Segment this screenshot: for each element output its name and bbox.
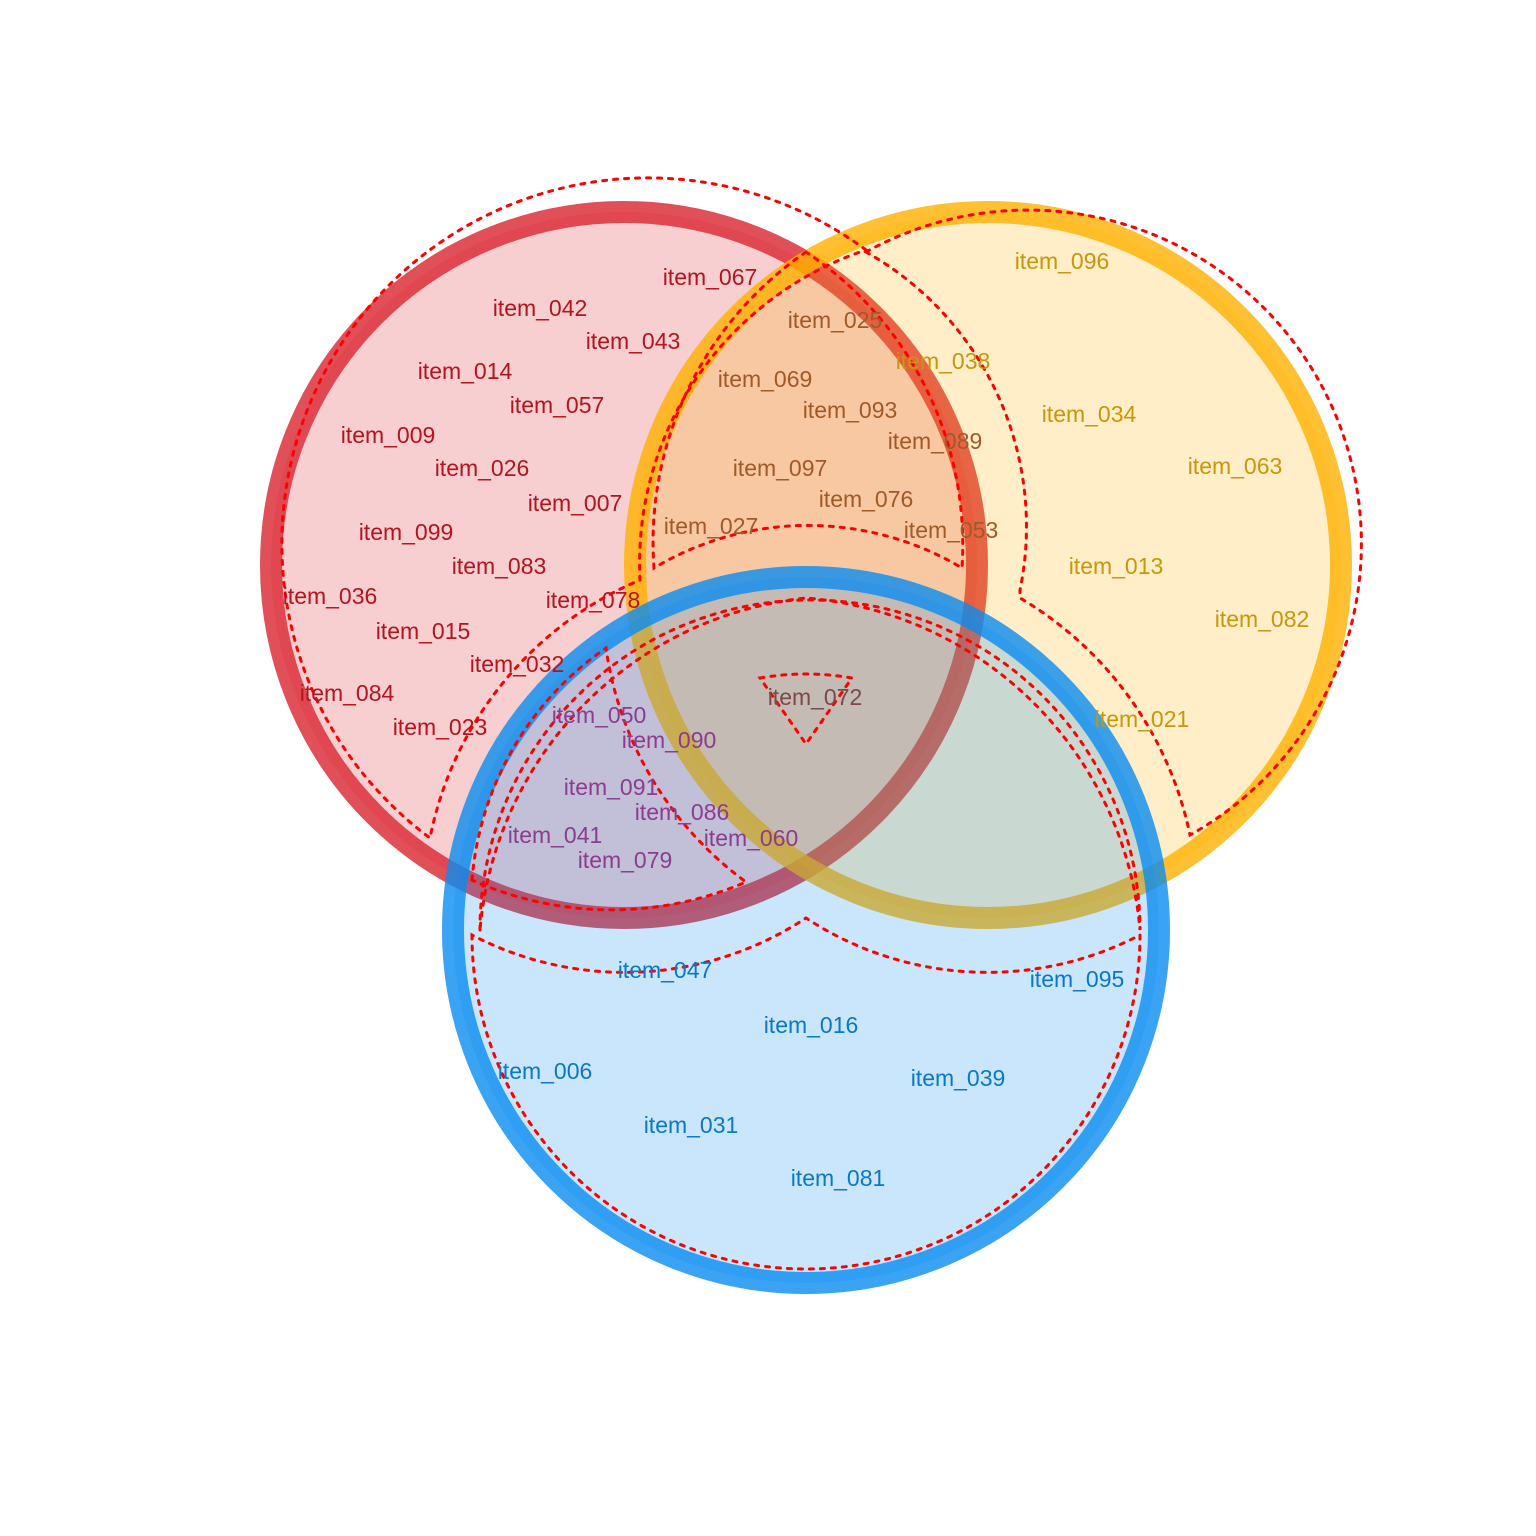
item-label: item_043 xyxy=(586,328,681,354)
item-label: item_036 xyxy=(283,583,378,609)
item-label: item_091 xyxy=(564,774,659,800)
region-a-only-boundary xyxy=(280,176,870,841)
item-label: item_053 xyxy=(904,517,999,543)
item-label: item_025 xyxy=(788,307,883,333)
region-b-only-boundary xyxy=(862,208,1363,838)
item-label: item_023 xyxy=(393,714,488,740)
item-label: item_090 xyxy=(622,727,717,753)
item-label: item_026 xyxy=(435,455,530,481)
item-label: item_015 xyxy=(376,618,471,644)
set-circles xyxy=(260,201,1352,1294)
item-label: item_038 xyxy=(896,348,991,374)
item-label: item_021 xyxy=(1095,706,1190,732)
item-label: item_089 xyxy=(888,428,983,454)
item-label: item_050 xyxy=(552,702,647,728)
set-b-circle xyxy=(624,201,1352,929)
item-label: item_060 xyxy=(704,825,799,851)
item-label: item_099 xyxy=(359,519,454,545)
item-label: item_076 xyxy=(819,486,914,512)
item-label: item_079 xyxy=(578,847,673,873)
item-label: item_041 xyxy=(508,822,603,848)
item-label: item_034 xyxy=(1042,401,1137,427)
region-b-and-c-boundary xyxy=(478,596,1142,931)
region-a-and-c-boundary xyxy=(470,645,750,912)
item-label: item_042 xyxy=(493,295,588,321)
region-a-b-and-c-boundary xyxy=(757,672,855,747)
item-label: item_016 xyxy=(764,1012,859,1038)
set-c-circle xyxy=(442,566,1170,1294)
item-label: item_031 xyxy=(644,1112,739,1138)
item-label: item_007 xyxy=(528,490,623,516)
item-label: item_097 xyxy=(733,455,828,481)
region-c-only-boundary xyxy=(470,916,1142,1271)
item-labels: item_067 item_042 item_043 item_014 item… xyxy=(283,248,1310,1191)
item-label: item_069 xyxy=(718,366,813,392)
item-label: item_093 xyxy=(803,397,898,423)
item-label: item_006 xyxy=(498,1058,593,1084)
item-label: item_047 xyxy=(618,957,713,983)
item-label: item_095 xyxy=(1030,966,1125,992)
item-label: item_014 xyxy=(418,358,513,384)
item-label: item_078 xyxy=(546,587,641,613)
item-label: item_081 xyxy=(791,1165,886,1191)
item-label: item_032 xyxy=(470,651,565,677)
item-label: item_096 xyxy=(1015,248,1110,274)
item-label: item_063 xyxy=(1188,453,1283,479)
item-label: item_013 xyxy=(1069,553,1164,579)
item-label: item_086 xyxy=(635,799,730,825)
region-a-and-b-boundary xyxy=(651,250,965,571)
item-label: item_057 xyxy=(510,392,605,418)
item-label: item_083 xyxy=(452,553,547,579)
item-label: item_009 xyxy=(341,422,436,448)
item-label: item_072 xyxy=(768,684,863,710)
region-boundaries xyxy=(280,176,1363,1271)
item-label: item_039 xyxy=(911,1065,1006,1091)
item-label: item_027 xyxy=(664,513,759,539)
item-label: item_082 xyxy=(1215,606,1310,632)
item-label: item_084 xyxy=(300,680,395,706)
item-label: item_067 xyxy=(663,264,758,290)
